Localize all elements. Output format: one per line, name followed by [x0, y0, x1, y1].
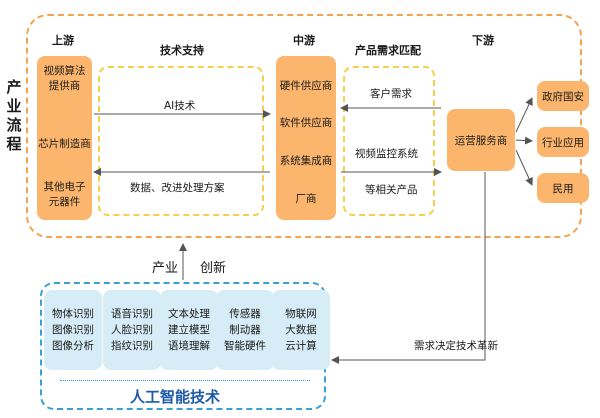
upstream-header: 上游	[52, 34, 74, 47]
midstream-item-1: 硬件供应商	[279, 80, 333, 92]
service-provider-box: 运营服务商	[447, 109, 515, 171]
ai-divider	[60, 380, 310, 381]
upstream-item-1: 视频算法 提供商	[43, 65, 86, 92]
ai-group-vision: 物体识别 图像识别 图像分析	[44, 290, 102, 370]
ai-tech-title: 人工智能技术	[130, 388, 221, 406]
upstream-item-3: 其他电子 元器件	[43, 181, 86, 208]
demand-match-header: 产品需求匹配	[355, 44, 421, 57]
industry-process-frame	[26, 14, 582, 238]
downstream-header: 下游	[472, 34, 494, 47]
midstream-header: 中游	[293, 34, 315, 47]
data-solution-label: 数据、改进处理方案	[130, 182, 225, 194]
video-system-label: 视频监控系统	[355, 148, 418, 160]
midstream-item-2: 软件供应商	[279, 117, 333, 129]
ai-tech-label: AI技术	[164, 100, 196, 112]
downstream-item-2: 行业应用	[537, 127, 589, 157]
innovation-label: 创新	[200, 261, 227, 276]
upstream-box	[37, 56, 92, 220]
process-label: 产业流程	[6, 78, 22, 153]
ai-group-iot: 物联网 大数据 云计算	[272, 290, 330, 370]
ai-group-hardware: 传感器 制动器 智能硬件	[216, 290, 274, 370]
ai-group-recognition: 语音识别 人脸识别 指纹识别	[103, 290, 161, 370]
downstream-item-1: 政府国安	[537, 81, 589, 111]
upstream-item-2: 芯片制造商	[38, 138, 91, 150]
customer-demand-label: 客户需求	[370, 88, 412, 100]
tech-support-header: 技术支持	[160, 44, 204, 57]
tech-support-frame	[98, 66, 264, 216]
industry-label: 产业	[152, 261, 179, 276]
ai-group-nlp: 文本处理 建立模型 语境理解	[160, 290, 218, 370]
midstream-box	[276, 56, 336, 220]
midstream-item-3: 系统集成商	[279, 155, 333, 167]
downstream-item-3: 民用	[537, 173, 589, 203]
related-products-label: 等相关产品	[365, 184, 418, 196]
midstream-item-4: 厂商	[295, 193, 317, 205]
demand-driven-label: 需求决定技术革新	[414, 340, 498, 352]
